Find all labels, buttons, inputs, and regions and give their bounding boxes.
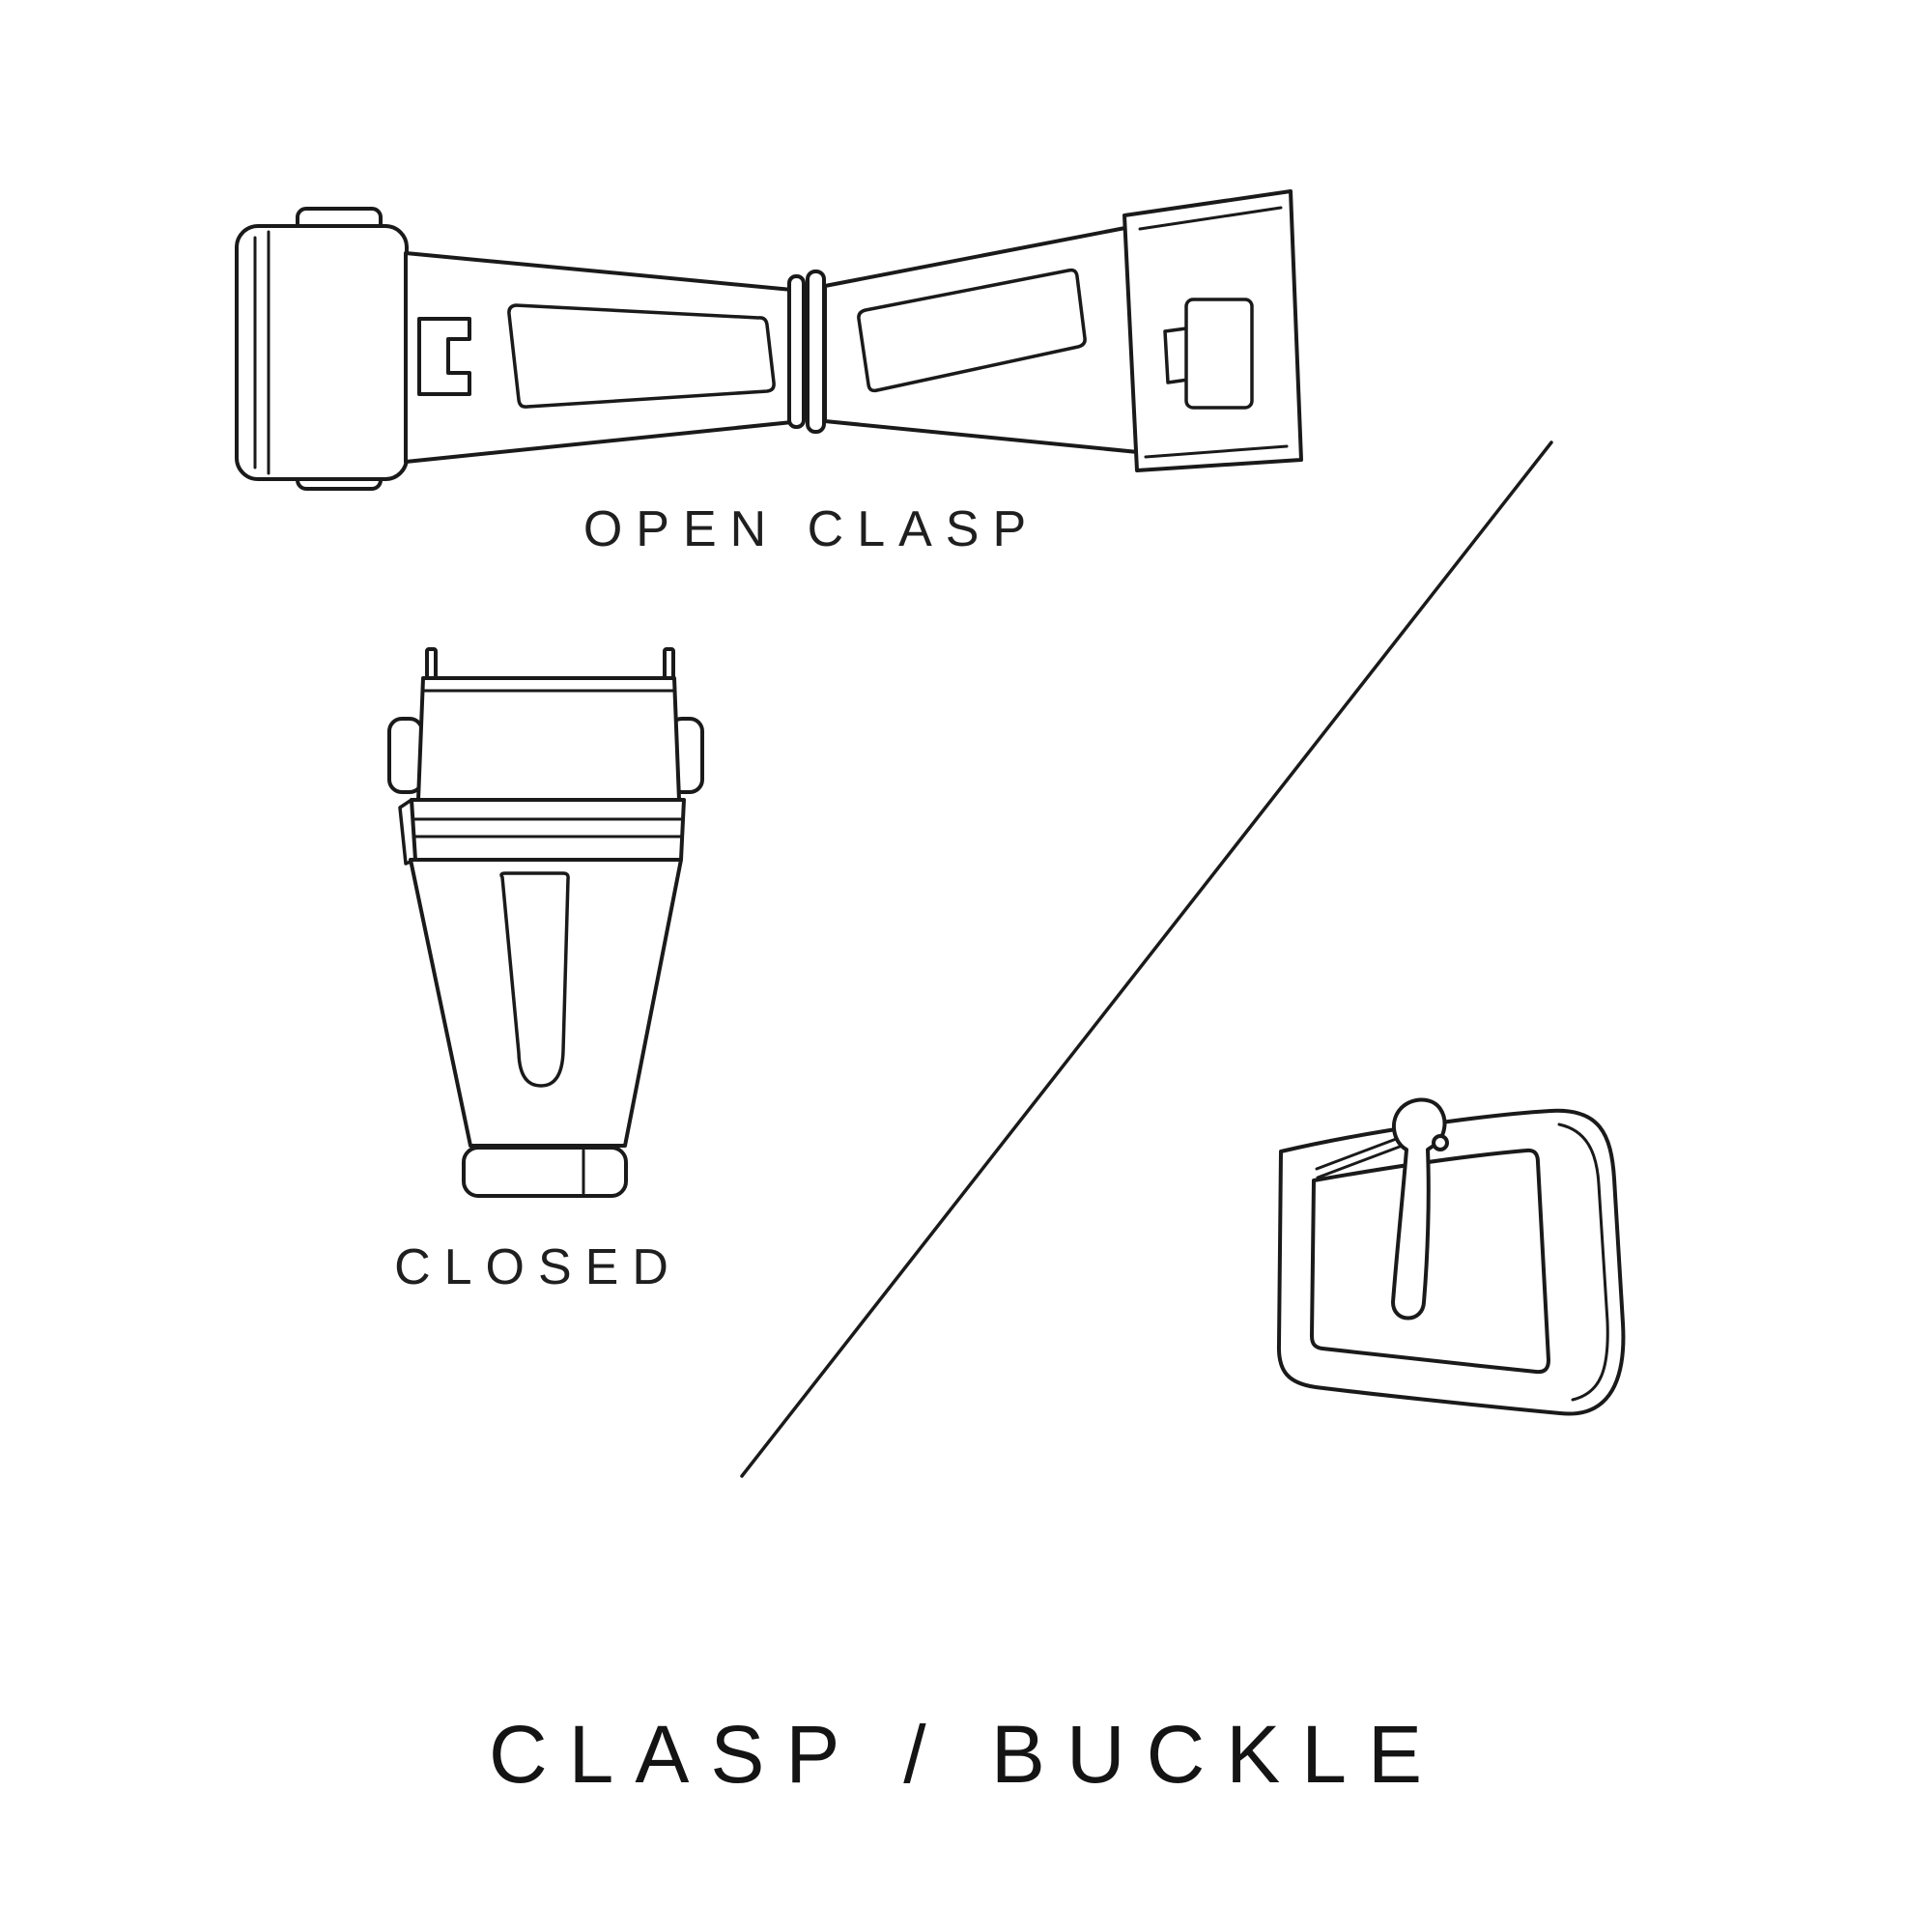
buckle-pin: [1391, 1097, 1447, 1321]
diagonal-divider-line: [740, 440, 1553, 1478]
clasp-fold-block: [235, 224, 409, 481]
open-clasp-label: OPEN CLASP: [582, 501, 1040, 557]
clasp-hinge: [787, 274, 806, 429]
clasp-right-arm: [823, 224, 1150, 455]
closed-clasp-illustration: [387, 647, 704, 1198]
buckle-pin-pivot: [1432, 1134, 1449, 1151]
clasp-bottom-bar: [462, 1146, 628, 1198]
clasp-top-block: [416, 676, 681, 802]
open-clasp-illustration: [235, 189, 1303, 491]
clasp-notch: [417, 317, 471, 396]
clasp-body: [409, 858, 683, 1148]
clasp-prong-left: [425, 647, 438, 682]
clasp-latch: [1184, 298, 1254, 410]
clasp-prong-right: [663, 647, 675, 682]
closed-clasp-label: CLOSED: [394, 1239, 682, 1295]
diagram-title: CLASP / BUCKLE: [488, 1709, 1444, 1800]
buckle-illustration: [1276, 1097, 1626, 1416]
clasp-band: [410, 798, 686, 862]
buckle-opening: [1310, 1148, 1550, 1375]
